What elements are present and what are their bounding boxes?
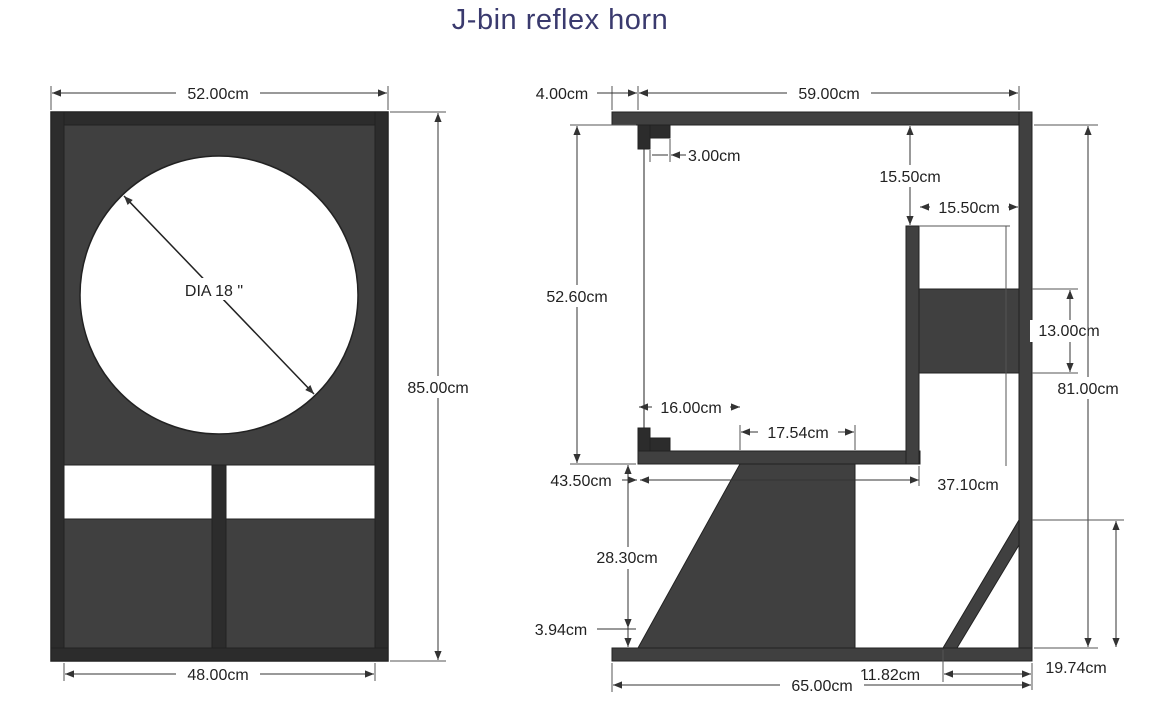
chamber-depth-label: 16.00cm bbox=[660, 400, 721, 417]
overall-height-label: 81.00cm bbox=[1057, 381, 1118, 398]
rear-brace bbox=[942, 518, 1020, 649]
driver-diameter-label: DIA 18 " bbox=[185, 283, 243, 300]
port-duct bbox=[918, 288, 1020, 374]
chamber-floor bbox=[637, 450, 921, 465]
rear-panel bbox=[1018, 111, 1033, 662]
rear-span-label: 37.10cm bbox=[937, 477, 998, 494]
front-top-rail bbox=[50, 111, 389, 126]
front-height-label: 85.00cm bbox=[407, 380, 468, 397]
front-right-side bbox=[374, 111, 389, 662]
baffle-lip-bottom bbox=[649, 437, 671, 452]
port-height-label: 13.00cm bbox=[1038, 323, 1099, 340]
horn-wedge bbox=[637, 463, 856, 649]
horn-height-label: 28.30cm bbox=[596, 550, 657, 567]
front-left-side bbox=[50, 111, 65, 662]
rear-brace-label: 11.82cm bbox=[860, 667, 920, 684]
baffle-lip-top bbox=[649, 124, 671, 139]
front-width-label: 52.00cm bbox=[187, 86, 248, 103]
port-opening-right bbox=[225, 464, 376, 520]
center-divider bbox=[211, 464, 227, 649]
bottom-width-label: 65.00cm bbox=[791, 678, 852, 695]
chamber-height-label: 52.60cm bbox=[546, 289, 607, 306]
throat-label: 17.54cm bbox=[767, 425, 828, 442]
front-bottom-rail bbox=[50, 647, 389, 662]
rear-height-label: 19.74cm bbox=[1045, 660, 1106, 677]
divider-offset-label: 15.50cm bbox=[938, 200, 999, 217]
baffle-top-block bbox=[637, 124, 651, 150]
bottom-panel bbox=[611, 647, 1033, 662]
front-inner-width-label: 48.00cm bbox=[187, 667, 248, 684]
top-width-label: 59.00cm bbox=[798, 86, 859, 103]
front-view: DIA 18 " 52.00cm 48.00cm 85.00cm bbox=[50, 83, 480, 684]
top-panel bbox=[611, 111, 1033, 126]
diagram-title: J-bin reflex horn bbox=[451, 4, 669, 36]
floor-height-label: 43.50cm bbox=[550, 473, 611, 490]
inner-divider bbox=[905, 225, 920, 465]
port-opening-left bbox=[63, 464, 213, 520]
side-view: 4.00cm 59.00cm 3.00cm 52.60cm 15.50cm 15… bbox=[526, 83, 1130, 695]
horn-foot-label: 3.94cm bbox=[535, 622, 587, 639]
divider-gap-label: 15.50cm bbox=[879, 169, 940, 186]
baffle-lip-label: 3.00cm bbox=[688, 148, 740, 165]
top-thickness-label: 4.00cm bbox=[536, 86, 588, 103]
